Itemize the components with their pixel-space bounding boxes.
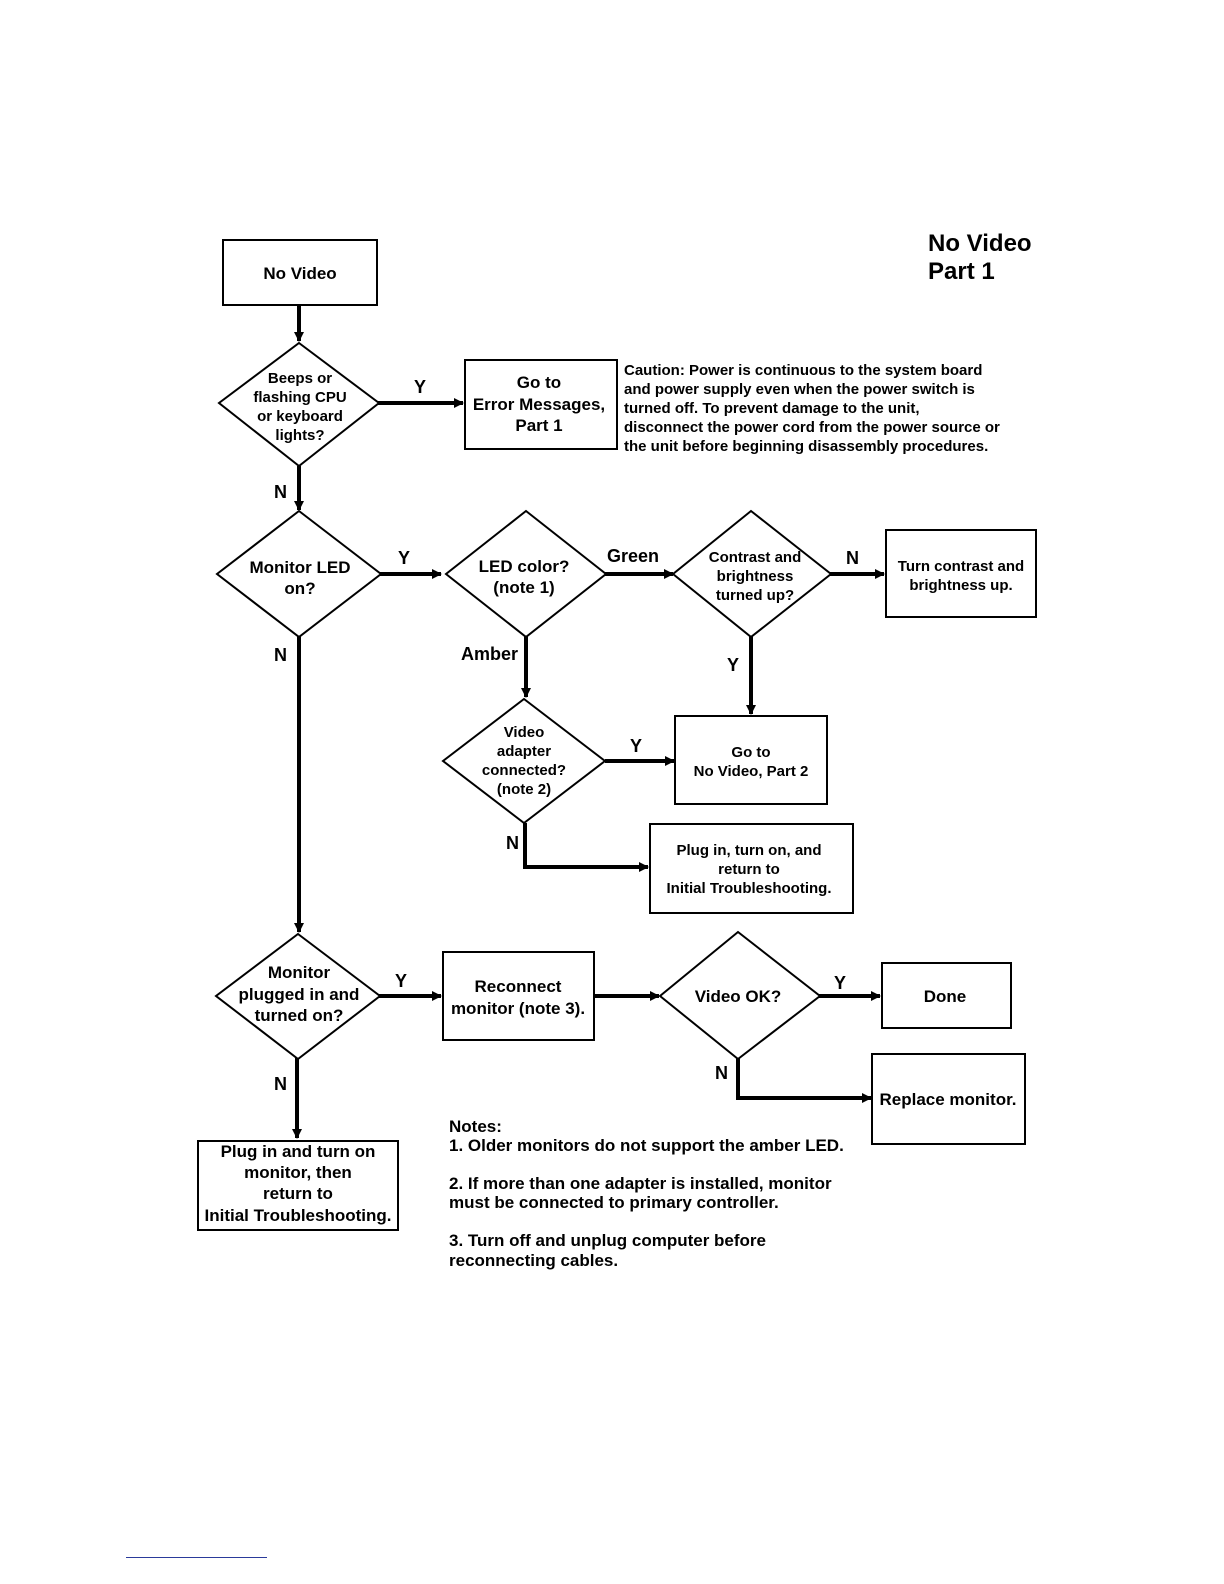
node-label: (note 2) bbox=[497, 781, 551, 798]
edge-label: Y bbox=[834, 973, 846, 993]
edge-label: Y bbox=[395, 971, 407, 991]
node-label: return to bbox=[263, 1184, 333, 1203]
node-label: Go to bbox=[731, 744, 770, 761]
caution-line: and power supply even when the power swi… bbox=[624, 381, 975, 398]
node-label: Done bbox=[924, 987, 967, 1006]
edge-label: Y bbox=[727, 655, 739, 675]
edge-label: Green bbox=[607, 546, 659, 566]
decision-video-ok: Video OK? bbox=[658, 930, 822, 1061]
note-line: 1. Older monitors do not support the amb… bbox=[449, 1136, 844, 1155]
node-label: turned up? bbox=[716, 587, 794, 604]
node-plug-monitor: Plug in and turn on monitor, then return… bbox=[197, 1140, 399, 1231]
note-line: 3. Turn off and unplug computer before bbox=[449, 1231, 766, 1250]
node-label: No Video, Part 2 bbox=[694, 763, 809, 780]
node-label: Replace monitor. bbox=[880, 1090, 1017, 1109]
node-label: (note 1) bbox=[493, 578, 554, 597]
edge-label: N bbox=[506, 833, 519, 853]
notes-heading: Notes: bbox=[449, 1117, 502, 1136]
node-label: flashing CPU bbox=[253, 389, 346, 406]
node-label: Monitor LED bbox=[249, 558, 350, 577]
edge-label: Amber bbox=[461, 644, 518, 664]
caution-line: Caution: Power is continuous to the syst… bbox=[624, 362, 982, 379]
node-label: monitor (note 3). bbox=[451, 999, 585, 1018]
edge-label: Y bbox=[398, 548, 410, 568]
node-label: Contrast and bbox=[709, 549, 802, 566]
footer-rule bbox=[126, 1557, 267, 1558]
node-label: Error Messages, bbox=[473, 395, 605, 414]
caution-line: disconnect the power cord from the power… bbox=[624, 419, 1000, 436]
node-done: Done bbox=[881, 962, 1012, 1029]
node-label: Plug in and turn on bbox=[221, 1142, 376, 1161]
edge-label: N bbox=[715, 1063, 728, 1083]
node-label: plugged in and bbox=[239, 985, 360, 1004]
connectors bbox=[292, 305, 885, 1139]
node-label: brightness bbox=[717, 568, 794, 585]
note-line: must be connected to primary controller. bbox=[449, 1193, 779, 1212]
node-label: or keyboard bbox=[257, 408, 343, 425]
node-label: Turn contrast and bbox=[898, 558, 1024, 575]
edge-videook-no bbox=[736, 1058, 872, 1103]
page-title-line1: No Video bbox=[928, 230, 1032, 257]
decision-led-color: LED color? (note 1) bbox=[444, 509, 608, 639]
node-no-video: No Video bbox=[222, 239, 378, 306]
decision-contrast: Contrast and brightness turned up? bbox=[671, 509, 833, 639]
node-replace-monitor: Replace monitor. bbox=[871, 1053, 1026, 1145]
node-label: on? bbox=[284, 579, 315, 598]
node-label: Go to bbox=[517, 373, 561, 392]
decision-monitor-led: Monitor LED on? bbox=[215, 509, 383, 639]
node-label: Part 1 bbox=[515, 416, 562, 435]
caution-note: Caution: Power is continuous to the syst… bbox=[624, 362, 1000, 455]
edge-label: N bbox=[274, 645, 287, 665]
edge-labels: Y N Y N Green Amber N Y Y N Y N Y N bbox=[274, 377, 859, 1094]
notes: Notes: 1. Older monitors do not support … bbox=[449, 1117, 844, 1270]
node-label: Initial Troubleshooting. bbox=[667, 880, 832, 897]
node-label: Plug in, turn on, and bbox=[677, 842, 822, 859]
node-turn-contrast-up: Turn contrast and brightness up. bbox=[885, 529, 1037, 618]
node-label: connected? bbox=[482, 762, 566, 779]
node-reconnect: Reconnect monitor (note 3). bbox=[442, 951, 595, 1041]
note-line: 2. If more than one adapter is installed… bbox=[449, 1174, 832, 1193]
edge-adapter-no bbox=[523, 823, 649, 872]
node-label: adapter bbox=[497, 743, 551, 760]
decision-beeps: Beeps or flashing CPU or keyboard lights… bbox=[217, 341, 381, 468]
node-label: Video bbox=[504, 724, 545, 741]
edge-label: N bbox=[846, 548, 859, 568]
node-label: Reconnect bbox=[475, 977, 562, 996]
caution-line: the unit before beginning disassembly pr… bbox=[624, 438, 988, 455]
note-line: reconnecting cables. bbox=[449, 1251, 618, 1270]
decision-monitor-plugged: Monitor plugged in and turned on? bbox=[214, 932, 382, 1061]
node-label: monitor, then bbox=[244, 1163, 352, 1182]
page-title-line2: Part 1 bbox=[928, 258, 995, 285]
node-plug-in-turn-on: Plug in, turn on, and return to Initial … bbox=[649, 823, 854, 914]
caution-line: turned off. To prevent damage to the uni… bbox=[624, 400, 920, 417]
node-label: Beeps or bbox=[268, 370, 332, 387]
node-error-messages: Go to Error Messages, Part 1 bbox=[464, 359, 618, 450]
node-label: No Video bbox=[263, 264, 336, 283]
node-label: lights? bbox=[275, 427, 324, 444]
node-label: return to bbox=[718, 861, 780, 878]
node-label: brightness up. bbox=[909, 577, 1012, 594]
node-label: Initial Troubleshooting. bbox=[205, 1206, 392, 1225]
edge-label: Y bbox=[630, 736, 642, 756]
edge-label: N bbox=[274, 482, 287, 502]
node-label: LED color? bbox=[479, 557, 570, 576]
node-label: Video OK? bbox=[695, 987, 782, 1006]
node-label: Monitor bbox=[268, 963, 331, 982]
edge-label: Y bbox=[414, 377, 426, 397]
decision-video-adapter: Video adapter connected? (note 2) bbox=[441, 697, 607, 825]
edge-label: N bbox=[274, 1074, 287, 1094]
node-go-part-2: Go to No Video, Part 2 bbox=[674, 715, 828, 805]
node-label: turned on? bbox=[255, 1006, 344, 1025]
